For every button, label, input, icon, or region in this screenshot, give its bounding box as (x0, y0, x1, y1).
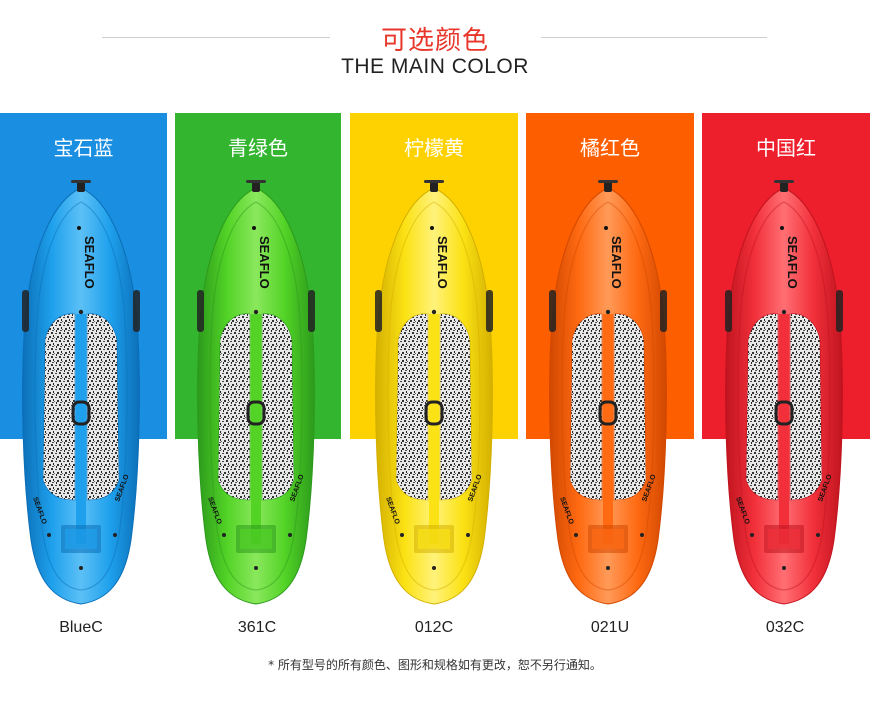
color-name: 柠檬黄 (404, 136, 464, 160)
board-brand-text: SEAFLO (435, 236, 450, 289)
color-code: 021U (590, 619, 630, 636)
header-divider-right (541, 37, 767, 38)
color-name: 青绿色 (228, 136, 288, 160)
section-title-en: THE MAIN COLOR (341, 55, 529, 78)
disclaimer-note: * 所有型号的所有颜色、图形和规格如有更改，恕不另行通知。 (268, 658, 602, 672)
color-code: 032C (765, 619, 805, 636)
color-code: BlueC (59, 619, 103, 636)
header-divider-left (102, 37, 330, 38)
color-name: 中国红 (756, 136, 816, 160)
color-name: 宝石蓝 (53, 136, 114, 160)
section-header: 可选颜色 THE MAIN COLOR (0, 0, 870, 100)
section-title-cn: 可选颜色 (380, 26, 489, 56)
board-brand-text: SEAFLO (257, 236, 272, 289)
board-brand-text: SEAFLO (609, 236, 624, 289)
board-brand-text: SEAFLO (82, 236, 97, 289)
color-code: 012C (414, 619, 454, 636)
color-name: 橘红色 (580, 136, 640, 160)
color-code: 361C (237, 619, 277, 636)
board-brand-text: SEAFLO (785, 236, 800, 289)
